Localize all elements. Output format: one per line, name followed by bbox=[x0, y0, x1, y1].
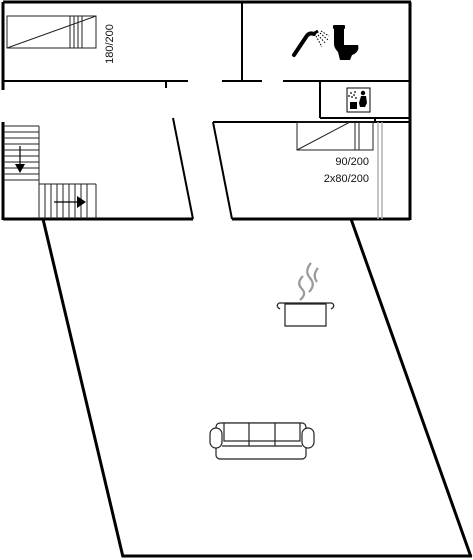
toilet-icon bbox=[333, 25, 359, 60]
partition-line bbox=[377, 122, 383, 219]
single-bed bbox=[296, 121, 374, 151]
double-bed-label: 180/200 bbox=[104, 24, 116, 64]
shower-icon bbox=[292, 29, 330, 57]
single-bed-label: 90/200 bbox=[335, 156, 369, 168]
cooking-pot-icon bbox=[276, 262, 335, 327]
stairs-right-arrow-icon bbox=[54, 196, 86, 208]
staircase bbox=[3, 125, 97, 219]
sauna-icon bbox=[346, 87, 371, 113]
interior-walls bbox=[2, 2, 410, 220]
sofa-icon bbox=[209, 422, 315, 460]
bunk-bed-label: 2x80/200 bbox=[324, 173, 369, 185]
double-bed bbox=[6, 15, 97, 49]
stairs-down-arrow-icon bbox=[15, 146, 25, 173]
